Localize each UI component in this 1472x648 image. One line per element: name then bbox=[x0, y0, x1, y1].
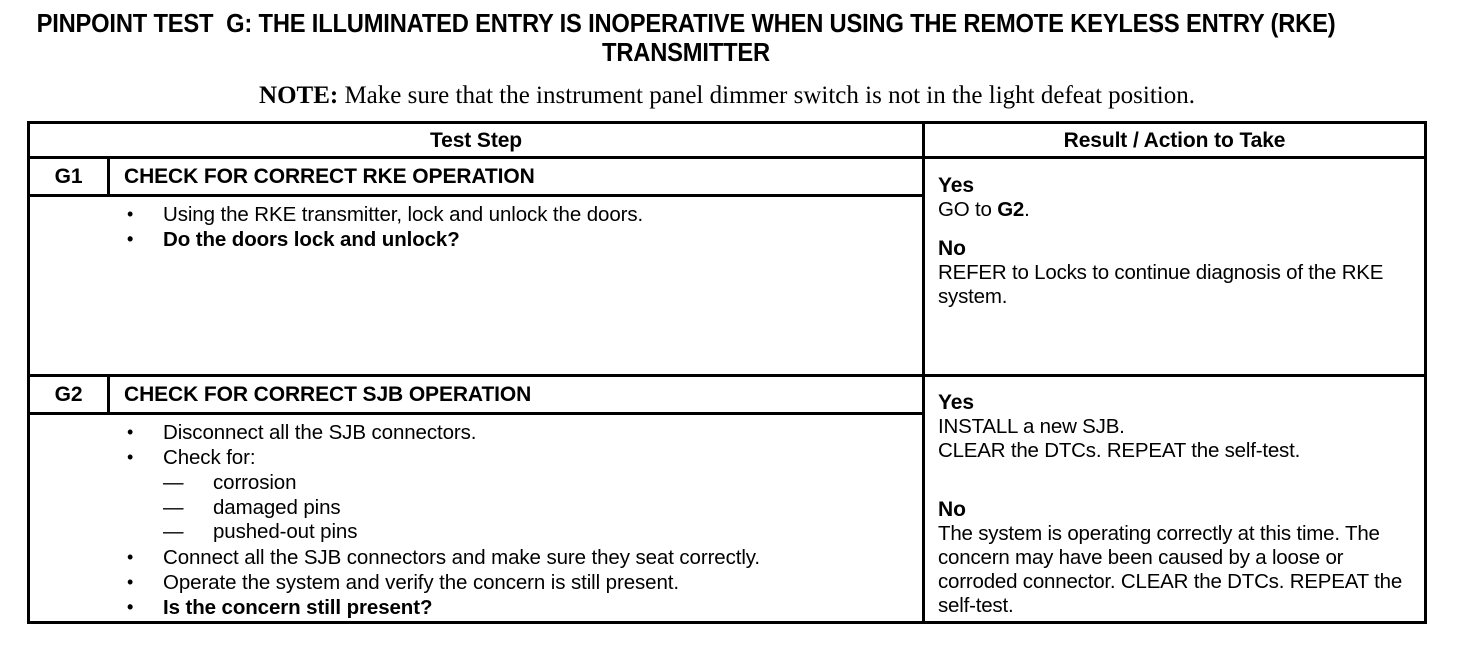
list-item: Connect all the SJB connectors and make … bbox=[30, 545, 922, 570]
result-cell-g2: Yes INSTALL a new SJB. CLEAR the DTCs. R… bbox=[925, 377, 1424, 624]
step-title-g2: CHECK FOR CORRECT SJB OPERATION bbox=[124, 383, 532, 406]
note-text: Make sure that the instrument panel dimm… bbox=[338, 82, 1195, 109]
list-item: Operate the system and verify the concer… bbox=[30, 570, 922, 595]
step-title-g1: CHECK FOR CORRECT RKE OPERATION bbox=[124, 165, 535, 188]
result-block-yes: Yes GO to G2. bbox=[938, 173, 1414, 222]
step-body-g2: Disconnect all the SJB connectors. Check… bbox=[30, 415, 922, 620]
list-item: Is the concern still present? bbox=[30, 595, 922, 620]
result-text-yes-line2: CLEAR the DTCs. REPEAT the self-test. bbox=[938, 439, 1301, 462]
result-text-no: The system is operating correctly at thi… bbox=[938, 522, 1403, 617]
table-row: G2 CHECK FOR CORRECT SJB OPERATION Disco… bbox=[30, 377, 1424, 624]
note-line: NOTE: Make sure that the instrument pane… bbox=[27, 82, 1427, 110]
result-cell-g1: Yes GO to G2. No REFER to Locks to conti… bbox=[925, 159, 1424, 377]
result-head-no: No bbox=[938, 237, 966, 260]
step-id-g1: G1 bbox=[30, 159, 110, 194]
bullet-list-g1: Using the RKE transmitter, lock and unlo… bbox=[30, 202, 922, 252]
result-body-g1: Yes GO to G2. No REFER to Locks to conti… bbox=[925, 159, 1424, 309]
result-text-pre: GO to bbox=[938, 198, 998, 221]
note-label: NOTE: bbox=[259, 82, 339, 109]
sub-list-check-for: corrosion damaged pins pushed-out pins bbox=[163, 471, 922, 545]
list-item: corrosion bbox=[163, 471, 922, 496]
list-item: pushed-out pins bbox=[163, 520, 922, 545]
test-step-cell-g2: G2 CHECK FOR CORRECT SJB OPERATION Disco… bbox=[30, 377, 925, 624]
result-block-yes: Yes INSTALL a new SJB. CLEAR the DTCs. R… bbox=[938, 390, 1414, 463]
column-header-result-action: Result / Action to Take bbox=[1063, 129, 1286, 152]
result-head-yes: Yes bbox=[938, 391, 974, 414]
result-head-no: No bbox=[938, 498, 966, 521]
pinpoint-test-table: Test Step Result / Action to Take G1 CHE… bbox=[27, 121, 1427, 624]
step-body-g1: Using the RKE transmitter, lock and unlo… bbox=[30, 197, 922, 252]
table-header-row: Test Step Result / Action to Take bbox=[30, 124, 1424, 159]
list-item: Using the RKE transmitter, lock and unlo… bbox=[30, 202, 922, 227]
table-row: G1 CHECK FOR CORRECT RKE OPERATION Using… bbox=[30, 159, 1424, 377]
test-step-cell-g1: G1 CHECK FOR CORRECT RKE OPERATION Using… bbox=[30, 159, 925, 377]
result-text-post: . bbox=[1024, 198, 1030, 221]
page-title: PINPOINT TEST G: THE ILLUMINATED ENTRY I… bbox=[36, 10, 1342, 67]
step-id-g2: G2 bbox=[30, 377, 110, 412]
step-header-g1: G1 CHECK FOR CORRECT RKE OPERATION bbox=[30, 159, 922, 197]
result-text-yes-line1: INSTALL a new SJB. bbox=[938, 415, 1125, 438]
result-text-strong: G2 bbox=[997, 198, 1025, 221]
result-body-g2: Yes INSTALL a new SJB. CLEAR the DTCs. R… bbox=[925, 377, 1424, 618]
step-header-g2: G2 CHECK FOR CORRECT SJB OPERATION bbox=[30, 377, 922, 415]
list-item: Do the doors lock and unlock? bbox=[30, 227, 922, 252]
list-item: damaged pins bbox=[163, 496, 922, 521]
result-block-no: No The system is operating correctly at … bbox=[938, 497, 1414, 618]
result-block-no: No REFER to Locks to continue diagnosis … bbox=[938, 236, 1414, 309]
result-text-yes: GO to G2. bbox=[938, 198, 1414, 222]
list-item-label: Check for: bbox=[163, 446, 256, 469]
result-head-yes: Yes bbox=[938, 174, 974, 197]
result-text-no: REFER to Locks to continue diagnosis of … bbox=[938, 261, 1384, 308]
column-header-test-step: Test Step bbox=[30, 124, 925, 156]
list-item: Disconnect all the SJB connectors. bbox=[30, 420, 922, 445]
list-item: Check for: corrosion damaged pins pushed… bbox=[30, 445, 922, 545]
bullet-list-g2: Disconnect all the SJB connectors. Check… bbox=[30, 420, 922, 620]
